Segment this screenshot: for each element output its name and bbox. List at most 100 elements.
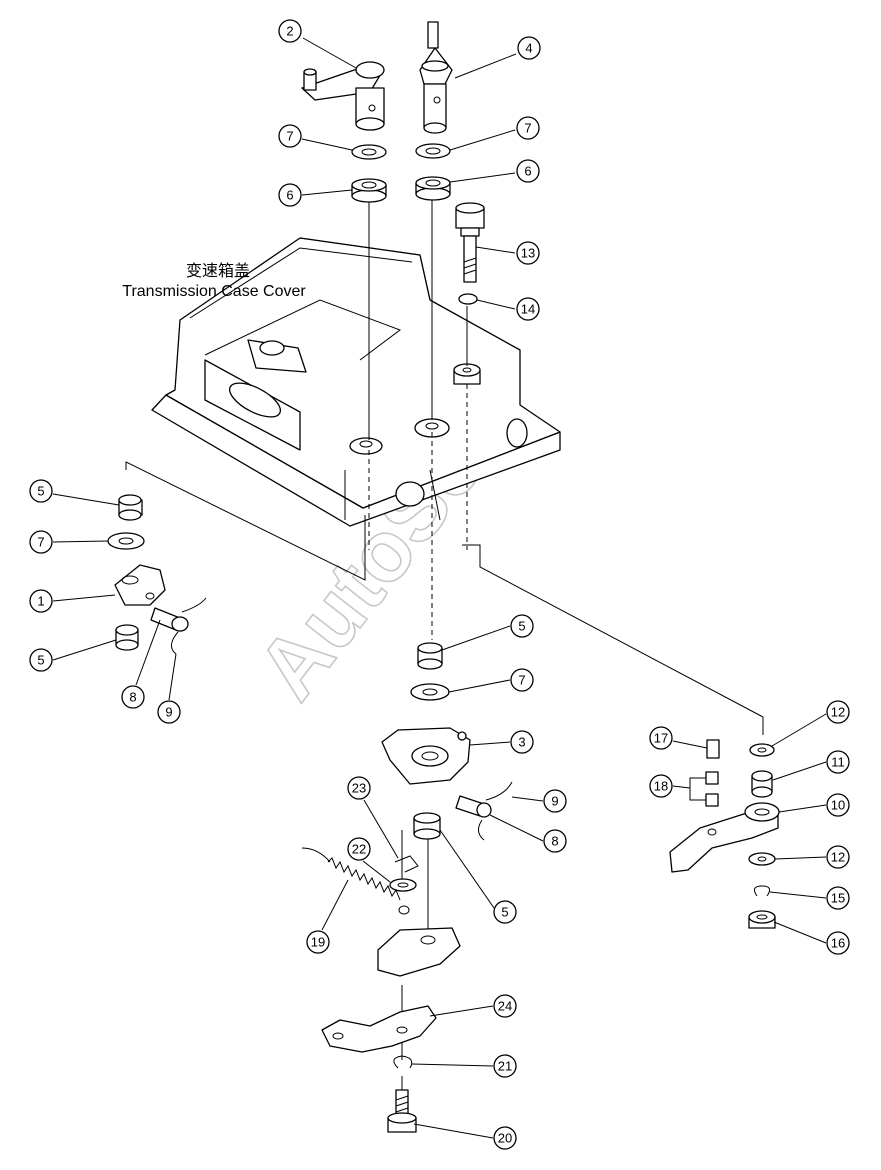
callout-14: 14 bbox=[516, 297, 540, 321]
svg-text:5: 5 bbox=[37, 653, 44, 668]
cover-label-chinese: 变速箱盖 bbox=[186, 261, 250, 280]
callout-24: 24 bbox=[493, 994, 517, 1018]
part-5-bearing-lower bbox=[413, 812, 441, 840]
part-6-seal-right bbox=[415, 176, 451, 201]
callout-18: 18 bbox=[649, 774, 673, 798]
callout-19: 19 bbox=[306, 930, 330, 954]
part-22-washer bbox=[389, 878, 417, 892]
callout-4: 4 bbox=[517, 36, 541, 60]
part-8-pin-center bbox=[455, 795, 492, 818]
callout-5-center: 5 bbox=[510, 614, 534, 638]
callout-2: 2 bbox=[278, 19, 302, 43]
svg-text:23: 23 bbox=[352, 781, 366, 796]
callout-8-center: 8 bbox=[543, 829, 567, 853]
svg-text:7: 7 bbox=[524, 121, 531, 136]
svg-text:11: 11 bbox=[831, 755, 845, 770]
callout-9-center: 9 bbox=[543, 789, 567, 813]
svg-text:16: 16 bbox=[831, 936, 845, 951]
svg-text:10: 10 bbox=[831, 798, 845, 813]
callout-5-left-lower: 5 bbox=[29, 648, 53, 672]
callout-12-bottom: 12 bbox=[826, 845, 850, 869]
callout-7-left-mid: 7 bbox=[29, 530, 53, 554]
part-9-spring-clip-left bbox=[171, 597, 207, 655]
part-16-nut bbox=[748, 910, 776, 929]
cover-label-english: Transmission Case Cover bbox=[122, 283, 306, 300]
part-10-arm bbox=[669, 802, 780, 873]
callout-1: 1 bbox=[29, 589, 53, 613]
part-18-pins bbox=[689, 771, 719, 807]
callout-17: 17 bbox=[649, 726, 673, 750]
callout-5-left-upper: 5 bbox=[29, 479, 53, 503]
part-23-clip bbox=[394, 855, 419, 873]
svg-text:7: 7 bbox=[37, 535, 44, 550]
callout-12-top: 12 bbox=[826, 700, 850, 724]
svg-text:20: 20 bbox=[498, 1131, 512, 1146]
svg-text:6: 6 bbox=[524, 164, 531, 179]
part-5-bearing-center bbox=[417, 642, 443, 670]
svg-text:13: 13 bbox=[521, 246, 535, 261]
svg-text:4: 4 bbox=[525, 41, 532, 56]
svg-text:19: 19 bbox=[311, 935, 325, 950]
part-7-washer-center bbox=[410, 683, 450, 701]
svg-text:12: 12 bbox=[831, 850, 845, 865]
callout-6-left: 6 bbox=[278, 183, 302, 207]
svg-text:8: 8 bbox=[551, 834, 558, 849]
part-15-circlip bbox=[753, 885, 771, 897]
part-5-bearing-left-upper bbox=[118, 494, 143, 521]
callout-3: 3 bbox=[510, 730, 534, 754]
part-7-washer-left-mid bbox=[107, 532, 145, 550]
callout-13: 13 bbox=[516, 241, 540, 265]
callout-22: 22 bbox=[347, 837, 371, 861]
callout-15: 15 bbox=[826, 886, 850, 910]
svg-text:22: 22 bbox=[352, 842, 366, 857]
part-8-pin-left bbox=[150, 607, 189, 632]
svg-text:7: 7 bbox=[286, 129, 293, 144]
part-14-washer bbox=[458, 293, 478, 305]
part-20-bolt bbox=[387, 1089, 417, 1133]
svg-text:21: 21 bbox=[498, 1059, 512, 1074]
callout-7-center: 7 bbox=[510, 668, 534, 692]
callout-layer bbox=[52, 37, 827, 1139]
svg-text:5: 5 bbox=[501, 905, 508, 920]
callout-21: 21 bbox=[493, 1054, 517, 1078]
part-5-bearing-left-lower bbox=[115, 624, 139, 651]
part-24-plate bbox=[321, 1005, 437, 1053]
svg-text:3: 3 bbox=[518, 735, 525, 750]
part-4-shift-shaft bbox=[419, 21, 453, 134]
part-7-washer-right-top bbox=[415, 143, 451, 159]
part-9-spring-clip-center bbox=[478, 781, 513, 841]
svg-text:6: 6 bbox=[286, 188, 293, 203]
callout-7-left-top: 7 bbox=[278, 124, 302, 148]
svg-text:17: 17 bbox=[654, 731, 668, 746]
part-7-washer-left-top bbox=[351, 144, 387, 160]
part-2-shift-lever bbox=[301, 61, 385, 131]
svg-text:5: 5 bbox=[37, 484, 44, 499]
callout-16: 16 bbox=[826, 931, 850, 955]
part-19-spring bbox=[301, 847, 410, 915]
part-1-lever bbox=[114, 564, 166, 606]
svg-text:9: 9 bbox=[551, 794, 558, 809]
part-17-pin bbox=[706, 739, 720, 759]
part-block bbox=[377, 927, 461, 977]
svg-text:8: 8 bbox=[129, 690, 136, 705]
part-13-bolt bbox=[455, 202, 485, 283]
transmission-case-cover bbox=[151, 237, 561, 527]
svg-text:5: 5 bbox=[518, 619, 525, 634]
svg-text:24: 24 bbox=[498, 999, 512, 1014]
svg-text:9: 9 bbox=[165, 705, 172, 720]
callout-6-right: 6 bbox=[516, 159, 540, 183]
part-11-bushing bbox=[751, 770, 773, 798]
callout-5-lower: 5 bbox=[493, 900, 517, 924]
svg-text:12: 12 bbox=[831, 705, 845, 720]
svg-text:7: 7 bbox=[518, 673, 525, 688]
callout-10: 10 bbox=[826, 793, 850, 817]
callout-20: 20 bbox=[493, 1126, 517, 1150]
svg-text:1: 1 bbox=[37, 594, 44, 609]
part-12-washer-bottom bbox=[748, 852, 776, 866]
part-21-circlip bbox=[393, 1055, 413, 1069]
callout-9-left: 9 bbox=[157, 700, 181, 724]
callout-7-right-top: 7 bbox=[516, 116, 540, 140]
callout-8-left: 8 bbox=[121, 685, 145, 709]
part-3-shift-arm bbox=[381, 727, 471, 785]
